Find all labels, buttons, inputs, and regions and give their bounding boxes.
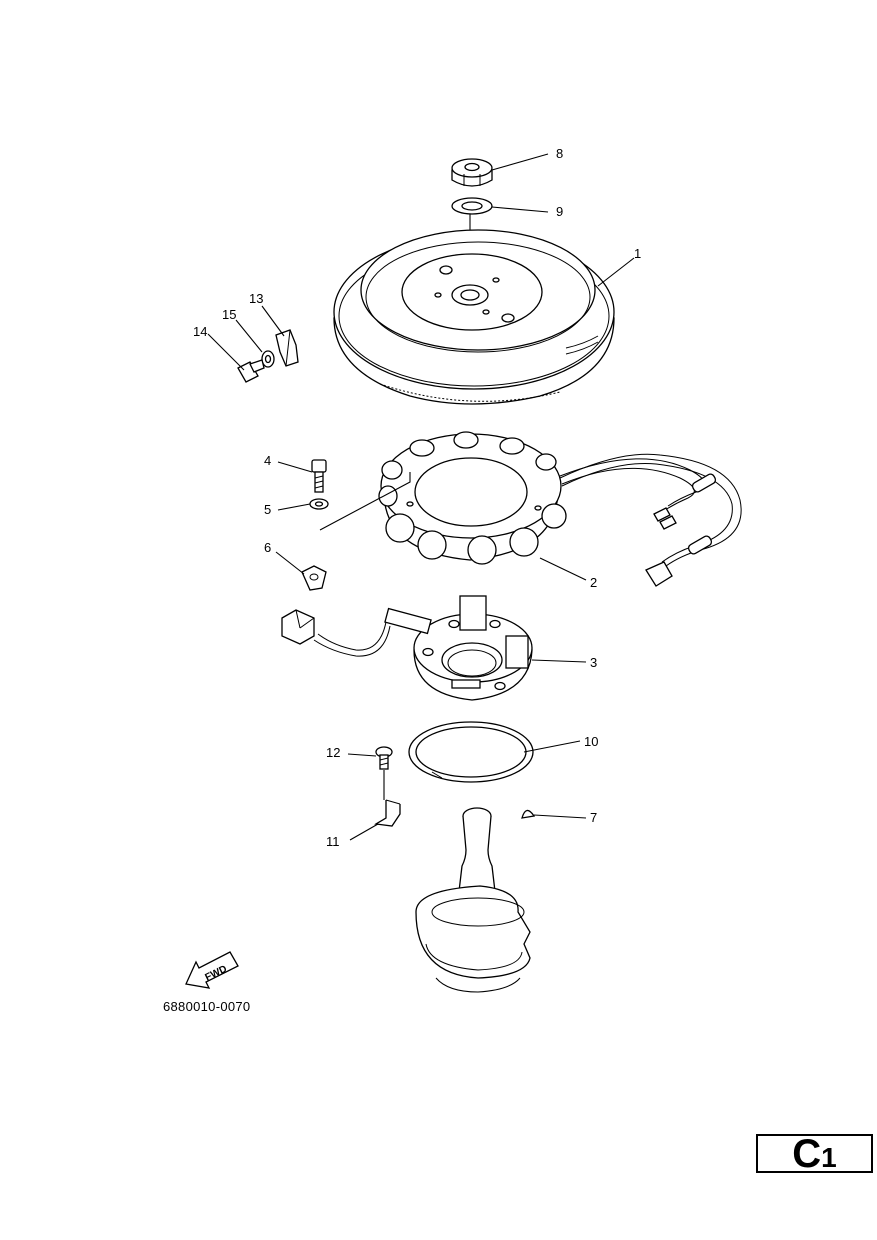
section-number: 1 bbox=[821, 1141, 837, 1173]
callout-1: 1 bbox=[634, 246, 641, 261]
part-5-washer bbox=[309, 498, 329, 510]
callout-8: 8 bbox=[556, 146, 563, 161]
callout-3: 3 bbox=[590, 655, 597, 670]
callout-14: 14 bbox=[193, 324, 207, 339]
part-11-holder bbox=[374, 799, 401, 827]
part-3-pulser-base bbox=[384, 595, 533, 701]
callout-labels: 8 9 1 13 15 14 4 5 6 2 3 10 12 7 11 bbox=[193, 146, 641, 849]
callout-12: 12 bbox=[326, 745, 340, 760]
part-8-nut bbox=[451, 158, 493, 187]
part-14-bolt bbox=[237, 359, 265, 383]
part-10-ring bbox=[408, 721, 534, 783]
callout-4: 4 bbox=[264, 453, 271, 468]
callout-5: 5 bbox=[264, 502, 271, 517]
callout-7: 7 bbox=[590, 810, 597, 825]
section-letter: C bbox=[792, 1131, 822, 1176]
part-9-washer bbox=[451, 197, 493, 215]
callout-15: 15 bbox=[222, 307, 236, 322]
stator-wiring bbox=[559, 453, 742, 587]
pulser-wiring bbox=[281, 609, 391, 657]
callout-11: 11 bbox=[326, 834, 340, 849]
part-7-key bbox=[521, 809, 536, 819]
callout-13: 13 bbox=[249, 291, 263, 306]
part-6-clamp bbox=[301, 565, 327, 591]
part-15-washer bbox=[261, 350, 275, 368]
callout-6: 6 bbox=[264, 540, 271, 555]
part-4-bolt bbox=[311, 459, 327, 493]
fwd-arrow-icon: FWD bbox=[185, 951, 239, 989]
part-13-bracket bbox=[275, 329, 299, 367]
leader-lines bbox=[207, 153, 635, 841]
section-index-box: C 1 bbox=[756, 1131, 873, 1176]
callout-2: 2 bbox=[590, 575, 597, 590]
diagram-part-code: 6880010-0070 bbox=[163, 999, 251, 1014]
part-12-screw bbox=[375, 746, 393, 770]
callout-9: 9 bbox=[556, 204, 563, 219]
part-1-flywheel bbox=[333, 229, 615, 405]
part-2-stator bbox=[378, 431, 567, 565]
crankshaft bbox=[415, 807, 531, 993]
callout-10: 10 bbox=[584, 734, 598, 749]
